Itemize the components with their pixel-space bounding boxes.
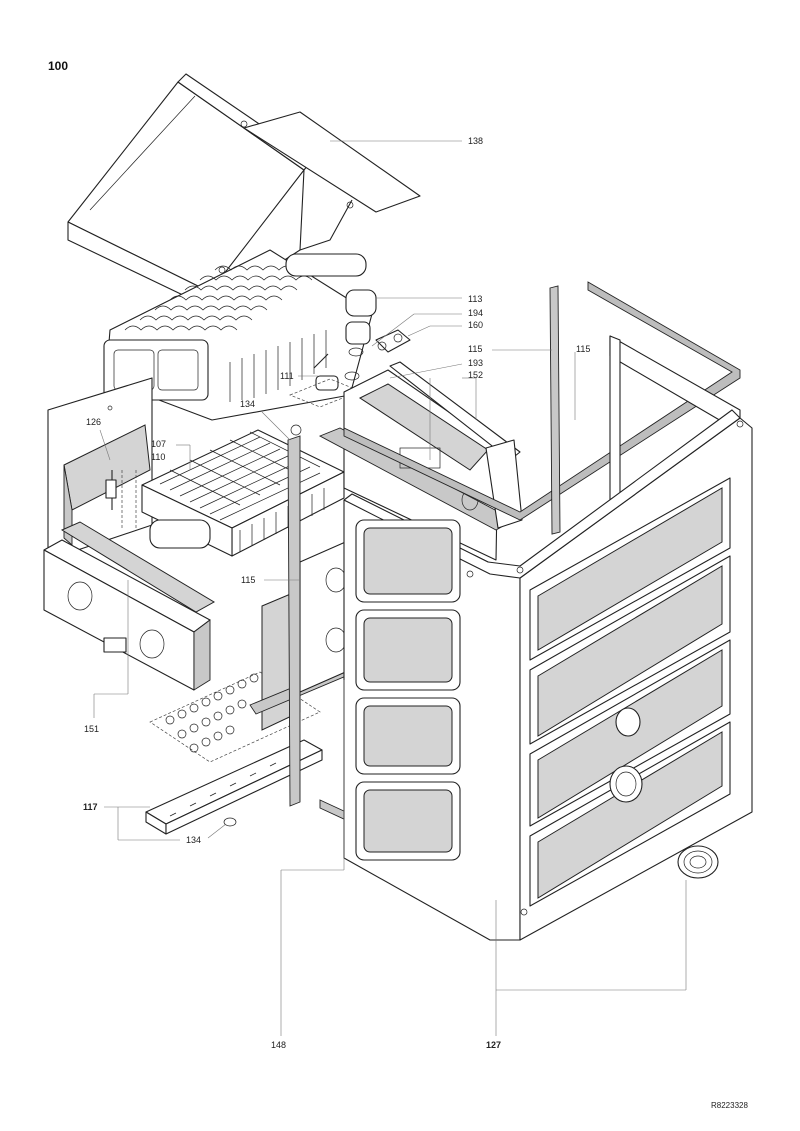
- callout-134-top: 134: [240, 399, 255, 409]
- callout-138: 138: [468, 136, 483, 146]
- front-panel-part: [43, 521, 216, 691]
- callout-194: 194: [468, 308, 483, 318]
- leader-lines: [93, 140, 687, 1036]
- callout-115-gasket: 115: [576, 344, 590, 354]
- callout-134-bottom: 134: [186, 835, 201, 845]
- side-insulation-part: [249, 424, 351, 821]
- callout-193: 193: [468, 358, 483, 368]
- main-casing-part: [343, 281, 753, 941]
- callout-152: 152: [468, 370, 483, 380]
- callout-111: 111: [280, 371, 294, 381]
- callout-126: 126: [86, 417, 101, 427]
- callout-107: 107: [151, 439, 166, 449]
- callout-148: 148: [271, 1040, 286, 1050]
- nozzles-part: [145, 671, 323, 835]
- callout-127: 127: [486, 1040, 501, 1050]
- callout-labels: 138 113 194 160 115 115 193 152 111 134 …: [83, 136, 590, 1050]
- callout-115-strap: 115: [468, 344, 482, 354]
- callout-115-side: 115: [241, 575, 255, 585]
- page-number: 100: [48, 59, 68, 73]
- callout-151: 151: [84, 724, 99, 734]
- callout-160: 160: [468, 320, 483, 330]
- grommet-part: [677, 845, 719, 879]
- top-cover-part: [67, 73, 421, 309]
- combustion-chamber-part: [47, 377, 345, 561]
- callout-117: 117: [83, 802, 98, 812]
- callout-110: 110: [151, 452, 165, 462]
- callout-113: 113: [468, 294, 482, 304]
- document-number: R8223328: [711, 1101, 748, 1110]
